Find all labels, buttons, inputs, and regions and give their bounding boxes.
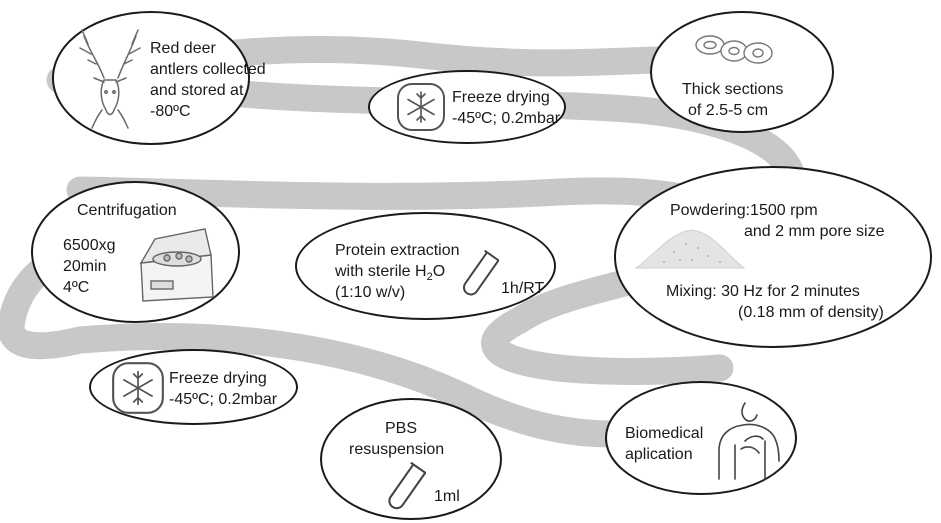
- freeze2-line-1: Freeze drying: [169, 370, 267, 387]
- water-subscript: 2: [426, 271, 433, 283]
- extraction-line-2-prefix: with sterile H: [335, 263, 427, 280]
- pbs-line-1: PBS: [385, 420, 418, 437]
- step-pbs-resuspension: PBS resuspension 1ml: [320, 398, 502, 520]
- sections-line-1: Thick sections: [682, 81, 784, 98]
- antler-step-line-4: -80ºC: [150, 103, 191, 120]
- centrifugation-speed: 6500xg: [63, 237, 116, 254]
- test-tube-icon: [388, 462, 426, 510]
- centrifugation-title: Centrifugation: [77, 202, 177, 219]
- centrifugation-temperature: 4ºC: [63, 279, 90, 296]
- step-powdering-mixing: Powdering:1500 rpm and 2 mm pore size Mi…: [614, 166, 932, 348]
- powdering-line-1: Powdering:1500 rpm: [670, 202, 818, 219]
- extraction-ratio: (1:10 w/v): [335, 284, 406, 301]
- antler-step-line-3: and stored at: [150, 82, 244, 99]
- centrifugation-time: 20min: [63, 258, 107, 275]
- extraction-line-1: Protein extraction: [335, 242, 460, 259]
- step-freeze-drying-2: Freeze drying -45ºC; 0.2mbar: [89, 349, 298, 425]
- mixing-line-2: (0.18 mm of density): [738, 304, 884, 321]
- snowflake-icon: [112, 362, 164, 414]
- centrifuge-icon: [139, 228, 214, 302]
- extraction-condition: 1h/RT: [501, 280, 545, 297]
- biomedical-line-2: aplication: [625, 446, 693, 463]
- biomedical-line-1: Biomedical: [625, 425, 704, 442]
- antler-step-line-1: Red deer: [150, 40, 216, 57]
- extraction-line-2: with sterile H2O: [335, 261, 445, 288]
- freeze1-line-2: -45ºC; 0.2mbar: [452, 110, 561, 127]
- freeze1-line-1: Freeze drying: [452, 89, 550, 106]
- pbs-line-2: resuspension: [349, 441, 445, 458]
- powdering-line-2: and 2 mm pore size: [744, 223, 885, 240]
- step-antler-collection: Red deer antlers collected and stored at…: [52, 11, 266, 145]
- step-thick-sections: Thick sections of 2.5-5 cm: [650, 11, 834, 133]
- sections-line-2: of 2.5-5 cm: [688, 102, 769, 119]
- mixing-line-1: Mixing: 30 Hz for 2 minutes: [666, 283, 860, 300]
- powder-pile-icon: [634, 229, 746, 269]
- deer-head-icon: [79, 29, 141, 129]
- extraction-line-2-suffix: O: [432, 263, 446, 280]
- antler-slices-icon: [695, 35, 773, 64]
- antler-step-line-2: antlers collected: [150, 61, 266, 78]
- test-tube-icon: [462, 250, 499, 296]
- step-protein-extraction: Protein extraction with sterile H2O (1:1…: [295, 212, 556, 320]
- step-freeze-drying-1: Freeze drying -45ºC; 0.2mbar: [368, 70, 566, 144]
- step-centrifugation: Centrifugation 6500xg 20min 4ºC: [31, 181, 240, 323]
- freeze2-line-2: -45ºC; 0.2mbar: [169, 391, 278, 408]
- snowflake-icon: [397, 83, 445, 131]
- step-biomedical-application: Biomedical aplication: [605, 381, 797, 495]
- human-torso-icon: [718, 402, 780, 480]
- pbs-volume: 1ml: [434, 488, 460, 505]
